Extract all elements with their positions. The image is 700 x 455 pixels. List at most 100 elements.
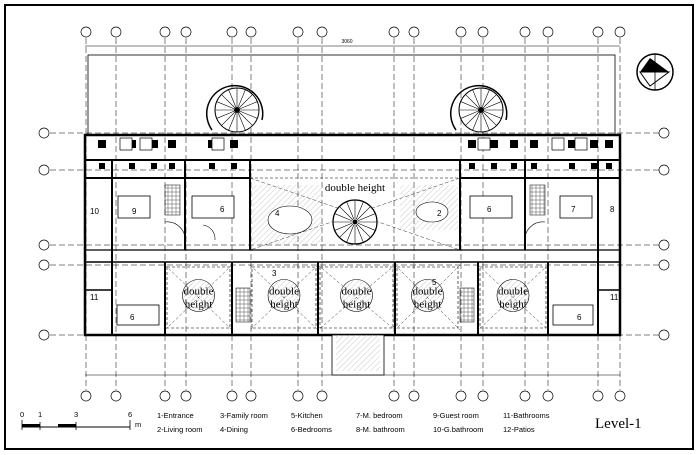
column [209,163,215,169]
grid-bubble [38,329,50,341]
room-6-label-a: 6 [220,205,225,214]
scale-tick-0: 0 [20,410,24,419]
column [511,163,517,169]
grid-bubble [477,26,489,38]
legend-item: 8-M. bathroom [356,425,405,434]
bedroom-right: 6 7 8 [469,184,615,243]
fixture [119,137,133,151]
legend-item: 3-Family room [220,411,268,420]
grid-bubbles [38,26,670,402]
grid-bubble [38,164,50,176]
column [605,140,613,148]
patio-label-double: double [498,286,528,298]
column [99,163,105,169]
bedroom-left: 10 9 6 [90,184,235,243]
legend-item: 9-Guest room [433,411,479,420]
column [169,163,175,169]
column [98,140,106,148]
column [230,140,238,148]
scale-unit: m [135,420,141,429]
patios: doubleheightdoubleheightdoubleheightdoub… [164,264,549,331]
grid-bubble [110,390,122,402]
grid-bubble [38,127,50,139]
patio-outline [251,266,317,329]
legend-item: 4-Dining [220,425,248,434]
entrance-porch [331,334,385,376]
patio-label-double: double [269,286,299,298]
room-7-label: 7 [571,205,576,214]
room-4-label: 4 [275,209,280,218]
grid-bubble [658,127,670,139]
patio-planter [267,279,301,312]
grid-bubble [592,26,604,38]
grid-bubble [658,259,670,271]
column [168,140,176,148]
patio-label-height: height [270,299,298,311]
scale-tick-3: 3 [74,410,78,419]
column [510,140,518,148]
legend-item: 11-Bathrooms [503,411,550,420]
legend-item: 6-Bedrooms [291,425,332,434]
grid-bubble [542,390,554,402]
spiral-stair-left [205,84,264,133]
room-11-label-b: 11 [610,293,619,302]
grid-bubble [245,26,257,38]
grid-bubble [159,390,171,402]
room-5-label: 5 [432,278,437,287]
legend-item: 1-Entrance [157,411,194,420]
room-10-label: 10 [90,207,99,216]
column [231,163,237,169]
legend-item: 2-Living room [157,425,202,434]
patio-planter [411,279,444,312]
legend-item: 12-Patios [503,425,535,434]
grid-bubble [614,390,626,402]
patio-label-double: double [342,286,372,298]
grid-bubble [80,390,92,402]
grid-bubble [388,26,400,38]
grid-bubble [519,390,531,402]
grid-bubble [316,390,328,402]
patio-planter [496,279,530,312]
grid-bubble [292,390,304,402]
grid-bubble [658,329,670,341]
patio-outline [396,266,459,329]
column [569,163,575,169]
column [590,140,598,148]
top-dimension-text: 3060 [341,39,352,45]
grid-bubble [592,390,604,402]
atrium-label: double height [325,182,385,194]
grid-bubble [455,390,467,402]
fixture [211,137,225,151]
fixture [551,137,565,151]
grid-bubble [226,26,238,38]
scale-tick-6: 6 [128,410,132,419]
fixture [139,137,153,151]
column [568,140,576,148]
patio-outline [319,266,394,329]
patio-label-height: height [499,299,527,311]
top-dimension: 3060 [85,39,620,47]
grid-bubble [455,26,467,38]
fixture [477,137,491,151]
scale-bar: 0 1 3 6 m [20,410,141,430]
grid-bubble [110,26,122,38]
column [150,140,158,148]
spiral-stair-right [449,84,508,133]
room-2-label: 2 [437,209,442,218]
room-6-label-c: 6 [130,313,135,322]
column [591,163,597,169]
fixture [574,137,588,151]
grid-bubble [614,26,626,38]
grid-bubble [292,26,304,38]
grid-bubble [159,26,171,38]
room-11-label-a: 11 [90,293,99,302]
lower-bedrooms: 11 6 6 11 3 5 [90,269,619,326]
grid-bubble [408,26,420,38]
grid-bubble [38,259,50,271]
room-6-label-d: 6 [577,313,582,322]
patio-label-double: double [184,286,214,298]
column [606,163,612,169]
grid-bubble [316,26,328,38]
drawing-title: Level-1 [595,416,642,432]
